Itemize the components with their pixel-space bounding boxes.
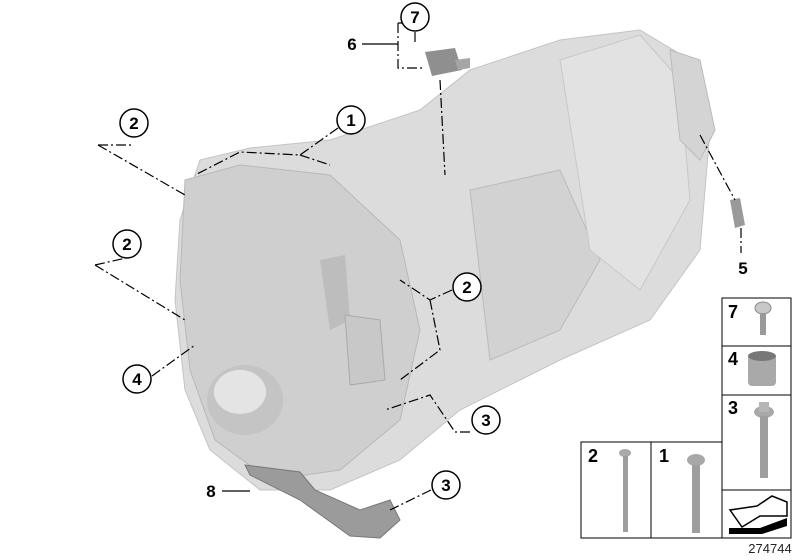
callout-label: 2: [122, 235, 131, 254]
leader-lines: [94, 22, 742, 511]
callout-label: 5: [738, 259, 747, 278]
orientation-arrow-icon: [728, 495, 788, 534]
parts-box-4[interactable]: 4: [728, 349, 776, 386]
parts-box-grid: [580, 297, 792, 539]
callout-label: 1: [346, 111, 355, 130]
callout-2[interactable]: 2: [119, 108, 149, 138]
long-bolt-icon: [619, 449, 631, 532]
parts-box-2[interactable]: 2: [588, 446, 631, 532]
callout-1[interactable]: 1: [336, 105, 366, 135]
bolt-icon: [754, 402, 774, 478]
box-label: 2: [588, 446, 598, 466]
callout-label: 6: [347, 35, 356, 54]
transmission-illustration: [174, 29, 745, 539]
callout-label: 3: [481, 411, 490, 430]
box-label: 4: [728, 349, 738, 369]
box-label: 3: [728, 398, 738, 418]
callout-8[interactable]: 8: [206, 482, 215, 501]
callout-2[interactable]: 2: [452, 272, 482, 302]
box-label: 7: [728, 302, 738, 322]
callout-label: 4: [132, 370, 142, 389]
parts-box-7[interactable]: 7: [728, 301, 772, 335]
callout-label: 2: [129, 114, 138, 133]
callout-label: 2: [462, 278, 471, 297]
callout-3[interactable]: 3: [431, 470, 461, 500]
sleeve-icon: [748, 351, 776, 386]
screw-icon: [754, 301, 772, 335]
callout-label: 3: [441, 476, 450, 495]
box-label: 1: [659, 446, 669, 466]
reference-number: 274744: [748, 541, 791, 556]
callout-label: 7: [410, 8, 419, 27]
callout-label: 8: [206, 482, 215, 501]
callout-6[interactable]: 6: [347, 35, 356, 54]
parts-box-1[interactable]: 1: [659, 446, 705, 533]
bolt-icon: [687, 454, 705, 533]
callout-7[interactable]: 7: [400, 2, 430, 32]
callout-3[interactable]: 3: [471, 405, 501, 435]
callout-2[interactable]: 2: [112, 229, 142, 259]
callout-5[interactable]: 5: [738, 259, 747, 278]
parts-box-3[interactable]: 3: [728, 398, 774, 478]
callout-4[interactable]: 4: [122, 364, 152, 394]
